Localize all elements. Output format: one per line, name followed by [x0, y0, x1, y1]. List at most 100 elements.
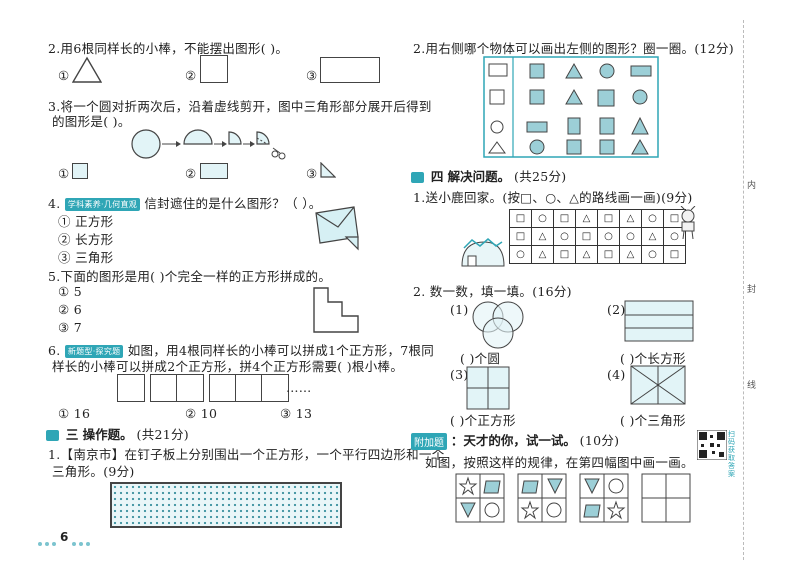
grid-cell[interactable]: □ — [663, 245, 686, 264]
q2-option-3: ③ — [306, 68, 318, 83]
section-3-title: 三 操作题。 — [65, 427, 133, 442]
binding-char-3: 线 — [747, 381, 757, 391]
section-4-title: 四 解决问题。 — [430, 169, 511, 184]
triangle-shape — [72, 56, 102, 83]
bonus-tag: 附加题 — [411, 433, 447, 450]
pattern-figure-4-blank[interactable] — [641, 473, 691, 523]
page-dots-left — [38, 535, 59, 549]
square-shape — [200, 55, 228, 83]
shape-object-matching-table[interactable] — [483, 56, 659, 158]
grid-cell[interactable]: △ — [619, 209, 642, 228]
grid-cell[interactable]: ○ — [641, 245, 664, 264]
grid-cell[interactable]: ○ — [531, 209, 554, 228]
page-number: 6 — [60, 530, 69, 544]
grid-cell[interactable]: ○ — [619, 227, 642, 246]
grid-row-3: ○ △ □ △ □ △ ○ □ — [509, 245, 686, 264]
grid-cell[interactable]: □ — [553, 245, 576, 264]
question-4-number: 4. — [48, 196, 61, 211]
q2-option-1: ① — [58, 68, 70, 83]
stick-square-1 — [117, 374, 145, 402]
grid-cell[interactable]: ○ — [597, 227, 620, 246]
grid-cell[interactable]: △ — [619, 245, 642, 264]
q3-square-shape — [72, 163, 88, 179]
four-squares-figure — [466, 366, 510, 410]
q3-triangle-shape — [320, 162, 336, 178]
grid-row-1: □ ○ □ △ □ △ ○ □ — [509, 209, 686, 228]
question-2-text: 2.用6根同样长的小棒，不能摆出图形( )。 — [48, 41, 289, 56]
part-3-label: (3) — [450, 367, 469, 382]
grid-cell[interactable]: △ — [641, 227, 664, 246]
ellipsis: …… — [286, 380, 312, 395]
stick-square-2a — [150, 374, 178, 402]
house-icon — [461, 238, 505, 267]
question-3-line1: 3.将一个圆对折两次后，沿着虚线剪开，图中三角形部分展开后得到 — [48, 99, 432, 114]
envelope-image — [315, 206, 359, 251]
question-5-text: 5.下面的图形是用( )个完全一样的正方形拼成的。 — [48, 269, 332, 284]
deer-icon — [680, 206, 696, 240]
bonus-title: ：天才的你，试一试。 — [450, 433, 576, 448]
q4-option-3: ③ 三角形 — [58, 250, 114, 265]
part-1-answer[interactable]: ( )个圆 — [460, 351, 501, 366]
bonus-text: 如图，按照这样的规律，在第四幅图中画一画。 — [425, 455, 694, 470]
stick-square-3b — [235, 374, 263, 402]
page-dots-right — [72, 535, 93, 549]
grid-cell[interactable]: △ — [531, 227, 554, 246]
grid-cell[interactable]: □ — [575, 227, 598, 246]
binding-char-1: 内 — [747, 181, 757, 191]
q5-option-2: ② 6 — [58, 302, 83, 317]
question-4-text: 信封遮住的是什么图形？（ ）。 — [144, 196, 322, 211]
circle-folding-diagram — [131, 129, 286, 160]
grid-cell[interactable]: △ — [575, 245, 598, 264]
question-6-line1: 如图，用4根同样长的小棒可以拼成1个正方形，7根同 — [127, 343, 435, 358]
subject-tag: 学科素养·几何直观 — [64, 198, 141, 211]
q2-option-2: ② — [185, 68, 197, 83]
bonus-score: (10分) — [579, 433, 620, 448]
grid-cell[interactable]: △ — [531, 245, 554, 264]
q5-option-1: ① 5 — [58, 284, 83, 299]
triangles-figure — [630, 365, 686, 405]
pattern-figure-3 — [579, 473, 629, 523]
grid-cell[interactable]: ○ — [553, 227, 576, 246]
right-question-2-text: 2.用右侧哪个物体可以画出左侧的图形？圈一圈。(12分) — [413, 41, 734, 56]
q3-rectangle-shape — [200, 163, 228, 179]
binding-char-2: 封 — [747, 285, 757, 295]
q6-option-2: ② 10 — [185, 406, 218, 421]
grid-cell[interactable]: □ — [509, 209, 532, 228]
three-circles-figure — [472, 301, 524, 349]
qr-code-icon[interactable] — [697, 430, 727, 460]
peg-board[interactable] — [110, 482, 342, 528]
solve-2-text: 2. 数一数，填一填。(16分) — [413, 284, 572, 299]
grid-cell[interactable]: ○ — [509, 245, 532, 264]
grid-cell[interactable]: □ — [553, 209, 576, 228]
q4-option-2: ② 长方形 — [58, 232, 114, 247]
rectangle-shape — [320, 57, 380, 83]
grid-cell[interactable]: □ — [509, 227, 532, 246]
grid-cell[interactable]: □ — [597, 209, 620, 228]
pattern-figure-2 — [517, 473, 567, 523]
section-3-score: (共21分) — [136, 427, 189, 442]
q6-option-3: ③ 13 — [280, 406, 313, 421]
q3-option-1: ① — [58, 166, 70, 181]
perforation-line — [743, 20, 744, 560]
grid-row-2: □ △ ○ □ ○ ○ △ ○ — [509, 227, 686, 246]
path-grid[interactable]: □ ○ □ △ □ △ ○ □ □ △ ○ □ ○ ○ △ ○ ○ △ □ △ … — [509, 209, 686, 264]
part-3-answer[interactable]: ( )个正方形 — [450, 413, 516, 428]
section-icon — [46, 430, 59, 441]
part-4-answer[interactable]: ( )个三角形 — [620, 413, 686, 428]
part-2-label: (2) — [607, 302, 626, 317]
scan-qr-label: 扫码获取答案 — [728, 430, 735, 478]
grid-cell[interactable]: △ — [575, 209, 598, 228]
operation-1-line1: 1.【南京市】在钉子板上分别围出一个正方形，一个平行四边形和一个 — [48, 447, 445, 462]
stacked-rectangles-figure — [624, 300, 694, 342]
q5-option-3: ③ 7 — [58, 320, 83, 335]
grid-cell[interactable]: ○ — [641, 209, 664, 228]
stick-square-2b — [176, 374, 204, 402]
q6-option-1: ① 16 — [58, 406, 91, 421]
operation-1-line2: 三角形。(9分) — [52, 464, 135, 479]
section-4-icon — [411, 172, 424, 183]
new-type-tag: 新题型·探究题 — [64, 345, 124, 358]
solve-1-text: 1.送小鹿回家。(按□、○、△的路线画一画)(9分) — [413, 190, 693, 205]
part-2-answer[interactable]: ( )个长方形 — [620, 351, 686, 366]
section-4-score: (共25分) — [514, 169, 567, 184]
grid-cell[interactable]: □ — [597, 245, 620, 264]
